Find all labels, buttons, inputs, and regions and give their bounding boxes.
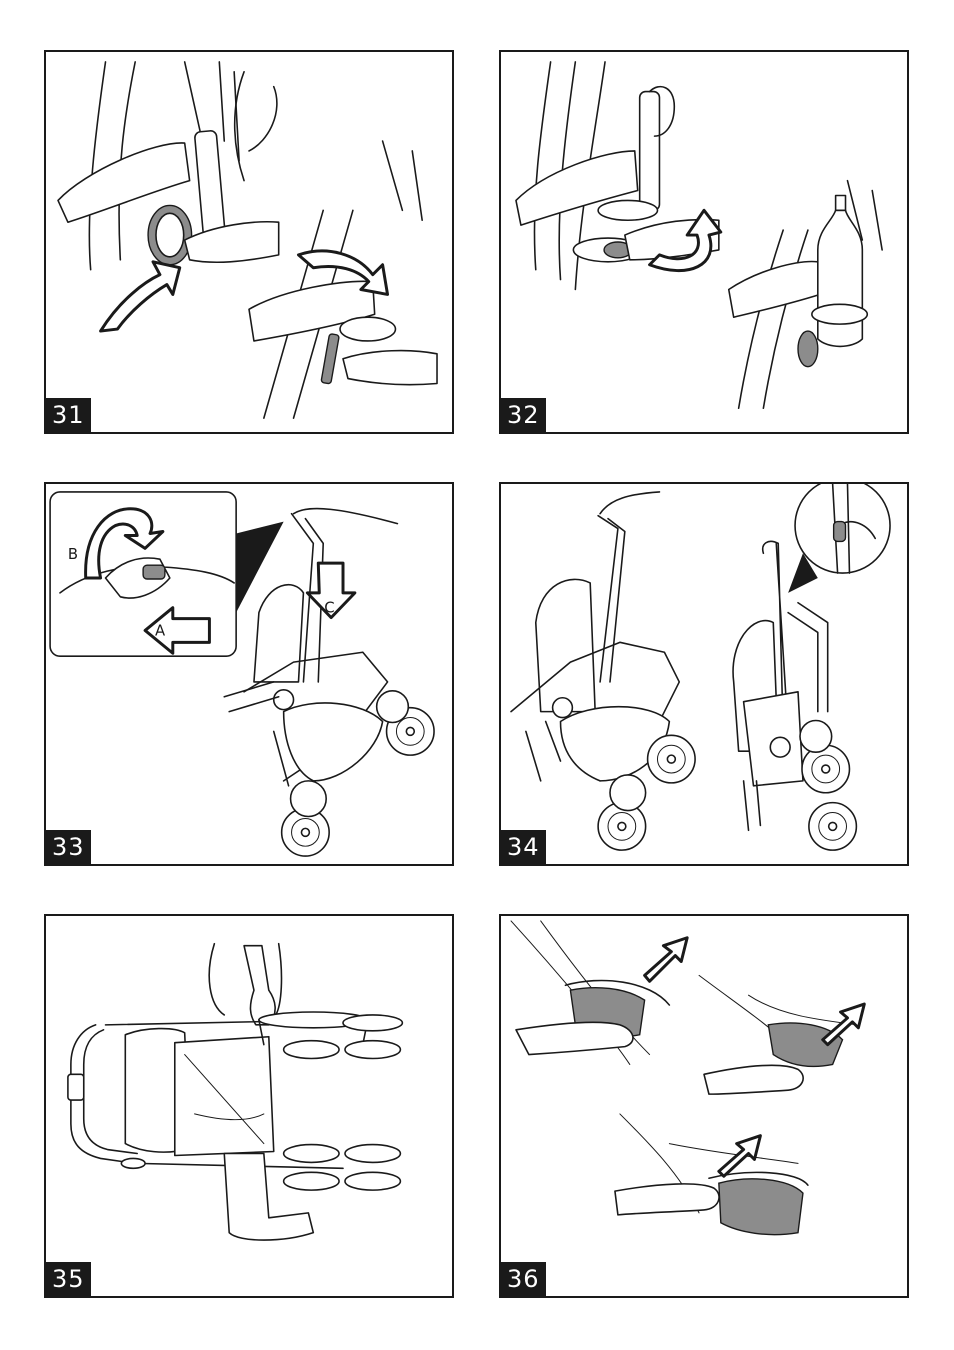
bottle-holder-illustration [501,52,907,432]
label-a: A [155,622,166,639]
folded-stroller-illustration [501,484,907,864]
figure-35: 35 [44,914,454,1298]
figure-31: 31 [44,50,454,434]
figure-number: 35 [46,1262,91,1296]
figure-number: 34 [501,830,546,864]
fold-stroller-illustration: B A C [46,484,452,864]
figure-33: B A C 33 [44,482,454,866]
figure-number: 36 [501,1262,546,1296]
figure-number: 31 [46,398,91,432]
figure-36: 36 [499,914,909,1298]
figure-32: 32 [499,50,909,434]
figure-number: 33 [46,830,91,864]
cup-holder-attach-illustration [46,52,452,432]
figure-number: 32 [501,398,546,432]
label-b: B [68,546,78,563]
carry-stroller-illustration [46,916,452,1296]
figure-34: 34 [499,482,909,866]
label-c: C [324,600,334,617]
basket-pocket-illustration [501,916,907,1296]
